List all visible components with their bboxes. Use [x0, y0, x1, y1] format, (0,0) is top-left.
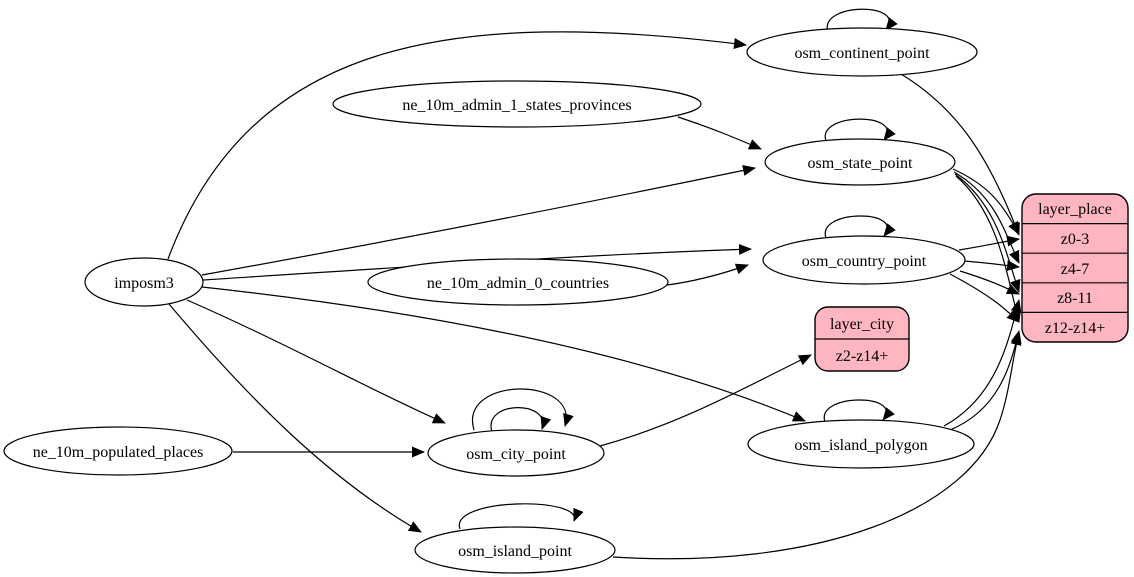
node-osm-state-point: osm_state_point	[764, 138, 956, 186]
edge-imposm3-to-osm-continent-point	[167, 31, 747, 260]
node-osm-city-point: osm_city_point	[427, 429, 605, 477]
layer-city-title: layer_city	[830, 316, 894, 333]
osm-country-point-shape	[762, 235, 966, 285]
node-imposm3: imposm3	[84, 257, 204, 307]
layer-place-row-z12-z14: z12-z14+	[1045, 320, 1106, 337]
ne-10m-admin-1-shape	[332, 80, 702, 128]
osm-island-point-label: osm_island_point	[458, 543, 572, 560]
node-osm-country-point: osm_country_point	[762, 235, 966, 285]
osm-state-point-shape	[764, 138, 956, 186]
edge-osm-country-point-to-layer-place-z12-z14	[949, 273, 1020, 323]
self-loop-osm-continent-point	[826, 8, 898, 33]
layer-city-row-z2-z14: z2-z14+	[836, 348, 889, 365]
edge-osm-island-polygon-to-layer-place-z8-11	[943, 299, 1022, 427]
node-ne-10m-populated-places: ne_10m_populated_places	[3, 426, 233, 476]
osm-country-point-label: osm_country_point	[802, 253, 927, 270]
osm-city-point-label: osm_city_point	[466, 446, 566, 463]
osm-island-polygon-label: osm_island_polygon	[794, 437, 927, 454]
self-loop-osm-island-polygon	[823, 399, 895, 423]
edge-ne-10m-admin-1-to-osm-state-point	[677, 116, 762, 150]
self-loop-osm-country-point	[824, 215, 896, 239]
edge-osm-country-point-to-layer-place-z0-3	[958, 235, 1020, 251]
edge-osm-country-point-to-layer-place-z8-11	[959, 270, 1020, 295]
layer-place-title: layer_place	[1038, 201, 1112, 218]
self-loop-osm-city-point-outer	[471, 388, 574, 431]
edge-ne-10m-admin-0-to-osm-country-point	[666, 263, 749, 286]
osm-continent-point-shape	[746, 27, 978, 77]
edge-layer	[167, 8, 1022, 560]
ne-10m-admin-0-label: ne_10m_admin_0_countries	[427, 275, 609, 292]
osm-island-polygon-shape	[747, 419, 975, 469]
edge-imposm3-to-osm-island-polygon	[201, 286, 806, 422]
node-ne-10m-admin-0-countries: ne_10m_admin_0_countries	[367, 258, 669, 306]
layer-place-row-z0-3: z0-3	[1061, 231, 1089, 248]
node-osm-continent-point: osm_continent_point	[746, 27, 978, 77]
ne-10m-populated-places-label: ne_10m_populated_places	[33, 444, 204, 461]
ne-10m-populated-places-shape	[3, 426, 233, 476]
osm-continent-point-label: osm_continent_point	[794, 45, 930, 62]
self-loop-osm-island-point	[458, 503, 584, 530]
edge-osm-island-point-to-layer-place-z12-z14	[612, 332, 1022, 560]
node-layer: imposm3 ne_10m_admin_1_states_provinces …	[3, 27, 978, 574]
edge-osm-state-point-to-layer-place-z4-7	[953, 171, 1020, 264]
osm-city-point-shape	[427, 429, 605, 477]
ne-10m-admin-0-shape	[367, 258, 669, 306]
edge-osm-state-point-to-layer-place-z8-11	[954, 173, 1021, 293]
record-layer-place: layer_place z0-3 z4-7 z8-11 z12-z14+	[1021, 193, 1129, 343]
layer-place-row-z8-11: z8-11	[1057, 290, 1093, 307]
imposm3-label: imposm3	[114, 275, 174, 292]
edge-imposm3-to-osm-island-point	[168, 303, 422, 533]
node-osm-island-point: osm_island_point	[414, 526, 616, 574]
record-layer-city: layer_city z2-z14+	[814, 306, 910, 372]
node-osm-island-polygon: osm_island_polygon	[747, 419, 975, 469]
edge-osm-city-point-to-layer-city-z2-z14	[599, 354, 812, 447]
node-ne-10m-admin-1-states-provinces: ne_10m_admin_1_states_provinces	[332, 80, 702, 128]
edge-imposm3-to-osm-city-point	[186, 299, 446, 424]
self-loop-osm-state-point	[824, 118, 896, 142]
edge-osm-country-point-to-layer-place-z4-7	[963, 260, 1020, 272]
layer-place-row-z4-7: z4-7	[1061, 261, 1089, 278]
edge-osm-state-point-to-layer-place-z0-3	[952, 168, 1020, 235]
ne-10m-admin-1-label: ne_10m_admin_1_states_provinces	[402, 97, 631, 114]
edge-imposm3-to-osm-state-point	[201, 165, 756, 276]
self-loop-osm-city-point-inner	[490, 407, 552, 433]
osm-island-point-shape	[414, 526, 616, 574]
layer-place-box	[1021, 193, 1129, 343]
edge-osm-continent-point-to-layer-place-z0-3	[900, 73, 1020, 236]
imposm3-shape	[84, 257, 204, 307]
osm-state-point-label: osm_state_point	[808, 155, 913, 172]
